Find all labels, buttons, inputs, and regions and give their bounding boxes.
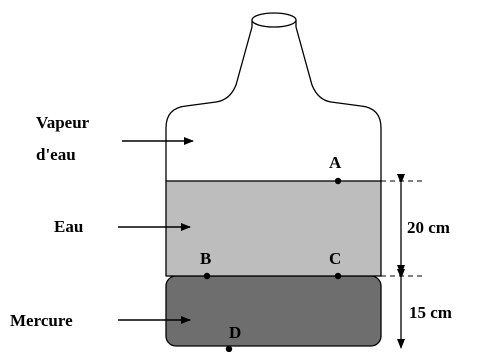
label-vapeur: Vapeur (36, 113, 90, 132)
point-b-dot (203, 272, 211, 280)
point-a-label: A (329, 153, 342, 172)
point-c-dot (334, 272, 342, 280)
bottle-outline (165, 26, 382, 181)
point-a-dot (334, 177, 342, 185)
label-mercure: Mercure (10, 311, 73, 330)
bottle-mouth (251, 12, 297, 28)
water-layer (165, 180, 382, 277)
point-c-label: C (329, 249, 341, 268)
label-eau: Eau (54, 217, 83, 236)
point-d-dot (225, 345, 233, 352)
water-height-label: 20 cm (407, 218, 450, 237)
mercury-layer (165, 275, 382, 347)
point-d-label: D (229, 323, 241, 342)
label-deau: d'eau (36, 145, 76, 164)
point-b-label: B (200, 249, 211, 268)
mercury-height-label: 15 cm (409, 303, 452, 322)
